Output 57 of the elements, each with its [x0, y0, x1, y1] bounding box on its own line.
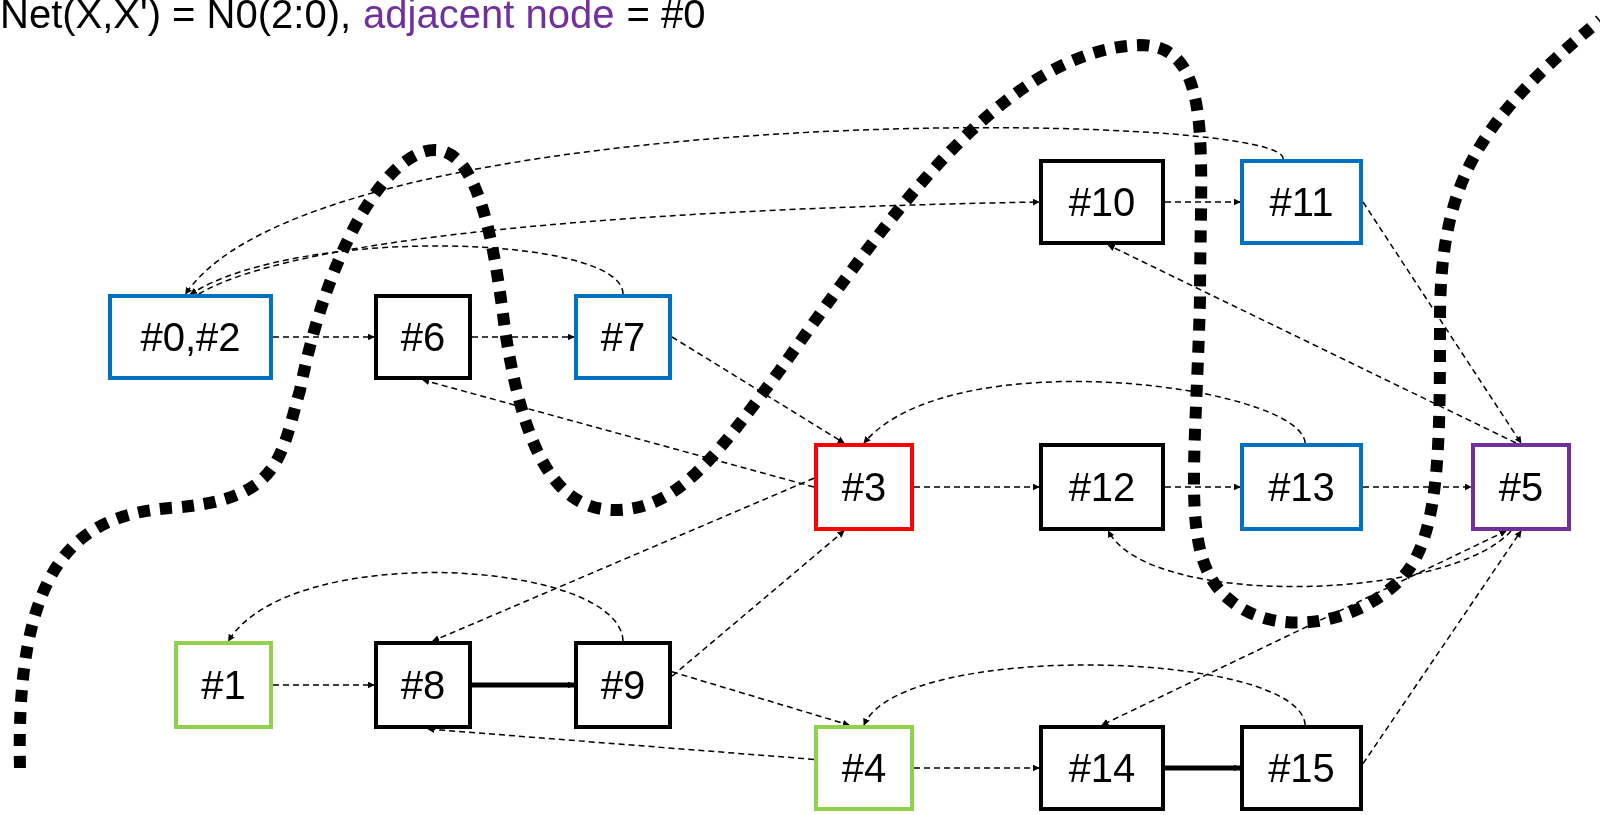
node-label: #9: [600, 665, 646, 705]
arrow: [913, 764, 1040, 772]
arrow: [1165, 764, 1241, 772]
node-box: [1471, 443, 1571, 531]
node-label: #14: [1068, 748, 1136, 788]
node-box: [814, 725, 914, 811]
node-label: #0,#2: [140, 317, 241, 357]
node-label: #3: [841, 467, 887, 507]
node-label: #11: [1269, 182, 1334, 222]
node-box: [174, 641, 273, 729]
node-label: #12: [1068, 467, 1136, 507]
node-label: #1: [201, 665, 246, 705]
arrow: [671, 336, 845, 444]
node-box: [814, 443, 914, 531]
arrow: [1362, 530, 1522, 765]
node-box: [1240, 159, 1363, 245]
node-box: [1240, 725, 1363, 811]
node-box: [374, 294, 472, 380]
arrow: [1101, 530, 1507, 726]
node-label: #10: [1068, 182, 1136, 222]
node-label: #13: [1268, 467, 1335, 507]
formula-text: = #0: [626, 0, 706, 34]
arrow: [198, 198, 1040, 295]
arrow: [432, 477, 815, 642]
node-label: #6: [400, 317, 446, 357]
node-box: [1039, 443, 1165, 531]
node-box: [1240, 443, 1363, 531]
node-box: [574, 294, 672, 380]
arrow: [863, 664, 1306, 726]
arrow: [189, 245, 624, 295]
arrow: [671, 530, 845, 677]
arrow: [1164, 198, 1241, 206]
node-box: [1039, 725, 1165, 811]
node-box: [574, 641, 672, 729]
node-label: #4: [841, 748, 887, 788]
node-box: [108, 294, 273, 380]
node-label: #8: [400, 665, 446, 705]
node-box: [374, 641, 472, 729]
arrow: [1107, 244, 1517, 444]
arrow: [184, 127, 1284, 295]
arrow: [227, 572, 624, 642]
node-label: #5: [1498, 467, 1544, 507]
arrow: [1107, 530, 1512, 588]
arrow: [422, 378, 815, 488]
arrow: [913, 483, 1040, 491]
node-label: #7: [600, 317, 646, 357]
arrow: [863, 380, 1306, 444]
arrow: [472, 681, 575, 689]
arrow: [1164, 483, 1241, 491]
arrow: [1362, 483, 1472, 491]
arrow: [471, 333, 575, 341]
arrow: [1362, 201, 1522, 444]
arrow: [272, 681, 375, 689]
node-label: #15: [1268, 748, 1335, 788]
arrow: [671, 671, 850, 727]
arrow: [272, 333, 375, 341]
node-box: [1039, 159, 1165, 245]
